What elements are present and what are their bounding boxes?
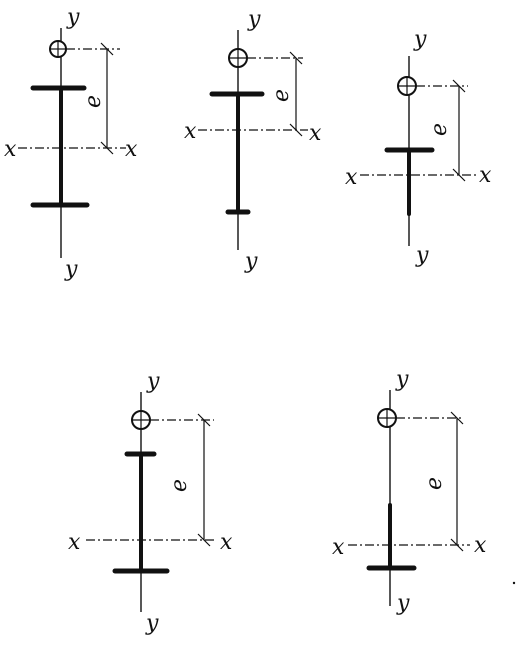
x-label-left: x <box>345 165 358 190</box>
eccentricity-label: e <box>422 477 447 490</box>
dimension-ticks <box>452 79 466 182</box>
y-label-top: y <box>146 369 160 394</box>
x-label-right: x <box>309 121 322 146</box>
section-figure-3: y y x x e <box>345 27 492 268</box>
dimension-ticks <box>100 42 114 155</box>
section-figure-1: y y x x e <box>4 5 138 282</box>
x-label-right: x <box>125 137 138 162</box>
eccentricity-label: e <box>167 479 192 492</box>
dimension-ticks <box>450 411 464 552</box>
x-label-left: x <box>184 119 197 144</box>
section-figure-5: y y x x e <box>332 367 487 616</box>
y-label-bottom: y <box>415 243 429 268</box>
x-label-left: x <box>332 535 345 560</box>
y-label-bottom: y <box>145 611 159 636</box>
x-label-left: x <box>68 530 81 555</box>
x-label-right: x <box>479 163 492 188</box>
y-label-top: y <box>395 367 409 392</box>
section-figure-4: y y x x e <box>68 369 233 636</box>
y-label-top: y <box>247 7 261 32</box>
section-figure-2: y y x x e <box>184 7 322 274</box>
eccentricity-label: e <box>269 89 294 102</box>
eccentricity-label: e <box>81 95 106 108</box>
y-label-bottom: y <box>64 257 78 282</box>
y-label-top: y <box>66 5 80 30</box>
speck-mark <box>512 581 516 585</box>
y-label-top: y <box>413 27 427 52</box>
dimension-ticks <box>289 51 303 137</box>
x-label-right: x <box>474 533 487 558</box>
y-label-bottom: y <box>396 591 410 616</box>
eccentricity-label: e <box>427 123 452 136</box>
y-label-bottom: y <box>244 249 258 274</box>
x-label-left: x <box>4 137 17 162</box>
x-label-right: x <box>220 530 233 555</box>
dimension-ticks <box>197 413 211 547</box>
